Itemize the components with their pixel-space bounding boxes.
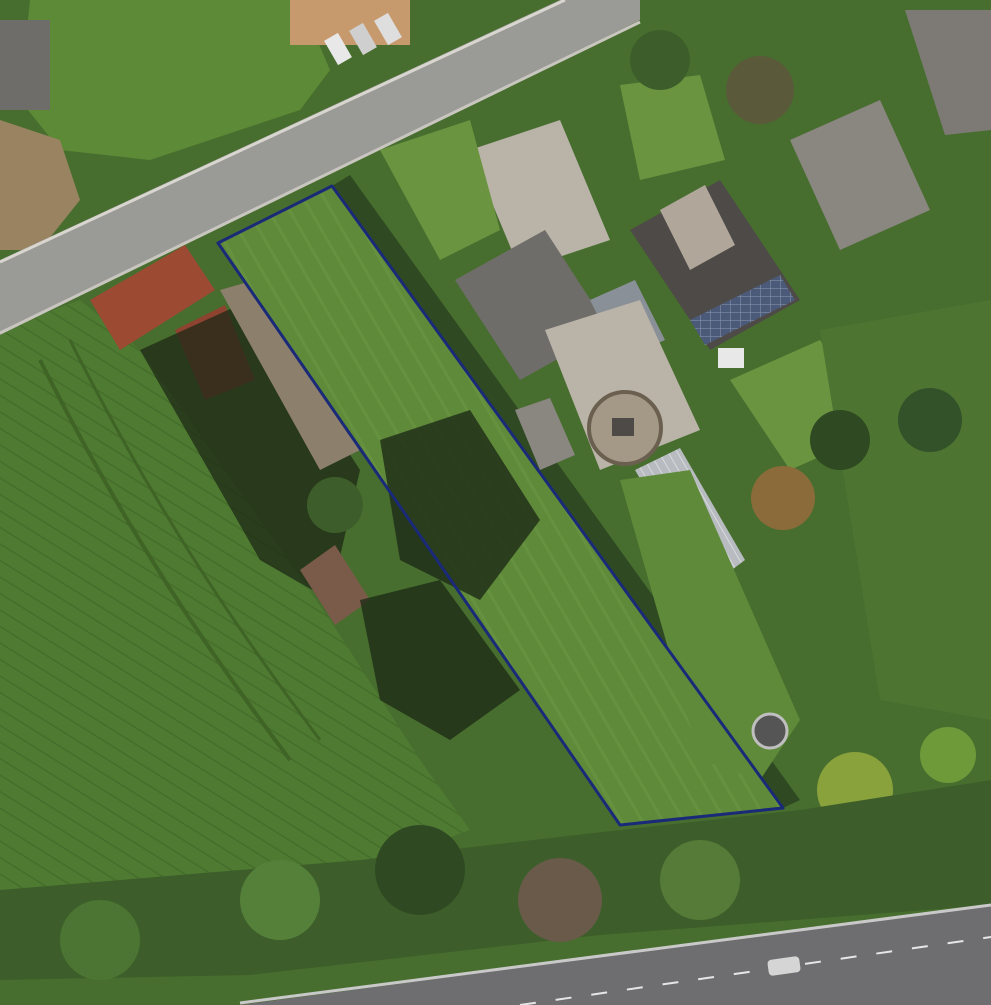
paved-yard: [220, 280, 360, 470]
plot-boundary-outline: [216, 184, 785, 827]
patio-table: [612, 418, 634, 436]
tree-3: [920, 727, 976, 783]
conservatory: [515, 398, 575, 470]
neighbour-lawn-top: [620, 75, 725, 180]
motorway-edge: [239, 903, 991, 1005]
road-edge-bottom: [0, 20, 641, 335]
road-edge-top: [0, 0, 566, 264]
tractor-track-2: [68, 339, 322, 741]
driveway: [470, 120, 610, 270]
outbuilding-shadow: [140, 300, 360, 600]
front-lawn: [380, 120, 500, 260]
right-house-roof: [790, 100, 930, 250]
building-top-left: [0, 20, 50, 110]
tree-1: [751, 466, 815, 530]
hedge-tree-2: [375, 825, 465, 915]
tree-shadow-on-plot: [380, 410, 540, 600]
arable-field: [0, 300, 470, 900]
tree-shadow-on-plot-2: [360, 580, 520, 740]
tree-7: [726, 56, 794, 124]
hedge-tree-1: [240, 860, 320, 940]
shed-roof: [300, 545, 370, 625]
hedge-tree-5: [660, 840, 740, 920]
car-on-motorway: [767, 956, 801, 976]
tractor-track: [38, 359, 292, 762]
hedge-tree-3: [518, 858, 602, 942]
red-roof-barn: [90, 245, 215, 350]
parked-cars: [324, 12, 402, 66]
trampoline: [751, 712, 789, 750]
hedge-tree-4: [60, 900, 140, 980]
solar-array: [690, 275, 795, 345]
tree-6: [630, 30, 690, 90]
tree-left-1: [307, 477, 363, 533]
bare-earth-patch: [0, 120, 80, 250]
tree-5: [898, 388, 962, 452]
motorway-lane-line: [519, 936, 991, 1005]
field-top-left: [20, 0, 330, 160]
rear-garden: [620, 470, 800, 780]
right-house-roof-2: [905, 10, 991, 135]
local-road: [0, 0, 640, 335]
hedgerow-south: [0, 780, 991, 980]
tree-4: [810, 410, 870, 470]
house-light-wing: [660, 185, 735, 270]
skylight: [718, 348, 744, 368]
